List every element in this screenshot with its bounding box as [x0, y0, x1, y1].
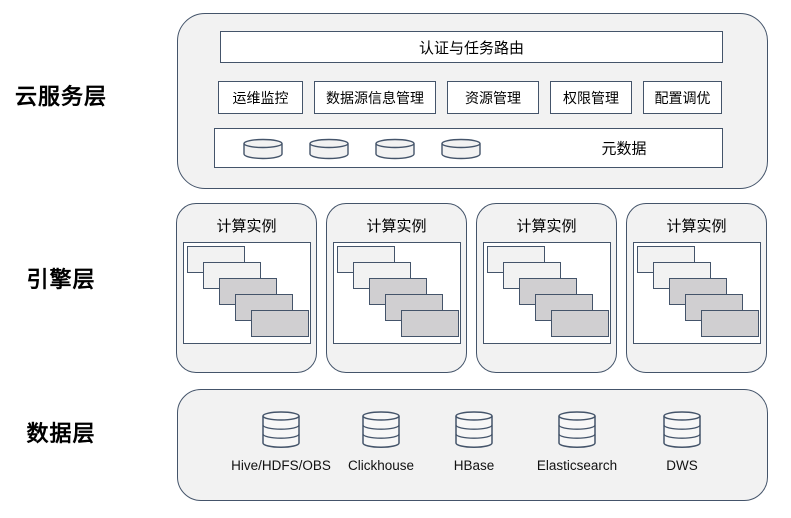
module-datasource-info-mgmt: 数据源信息管理: [314, 81, 436, 114]
database-icon: [362, 411, 400, 448]
module-permission-mgmt: 权限管理: [550, 81, 632, 114]
data-source-label: HBase: [453, 458, 495, 473]
compute-instance-title: 计算实例: [366, 218, 427, 235]
metadata-label: 元数据: [601, 140, 647, 158]
data-layer-label: 数据层: [26, 421, 96, 446]
data-source-elasticsearch: Elasticsearch: [512, 410, 642, 473]
data-layer-container: Hive/HDFS/OBS Clickhouse HBase Elasticse…: [177, 389, 768, 501]
cloud-layer-label: 云服务层: [14, 84, 107, 109]
data-source-hbase: HBase: [409, 410, 539, 473]
task-stack-panel: [633, 242, 761, 344]
task-card: [251, 310, 309, 337]
database-icon: [663, 411, 701, 448]
module-ops-monitoring: 运维监控: [218, 81, 303, 114]
compute-instance-title: 计算实例: [516, 218, 577, 235]
database-icon: [262, 411, 300, 448]
data-source-dws: DWS: [617, 410, 747, 473]
compute-instance-box: 计算实例: [326, 203, 467, 373]
metadata-db-icon: [375, 138, 415, 160]
compute-instance-title: 计算实例: [216, 218, 277, 235]
cloud-module-row: 运维监控 数据源信息管理 资源管理 权限管理 配置调优: [218, 81, 722, 114]
data-source-label: Clickhouse: [347, 458, 415, 473]
metadata-db-icon: [243, 138, 283, 160]
task-card: [701, 310, 759, 337]
data-source-label: Hive/HDFS/OBS: [231, 458, 331, 473]
data-source-label: Elasticsearch: [536, 458, 618, 473]
task-card: [551, 310, 609, 337]
auth-task-routing-label: 认证与任务路由: [418, 39, 524, 57]
data-source-label: DWS: [666, 458, 698, 473]
metadata-db-icon: [309, 138, 349, 160]
task-stack-panel: [183, 242, 311, 344]
data-source-hive: Hive/HDFS/OBS: [216, 410, 346, 473]
metadata-cylinder-group: [243, 129, 481, 169]
engine-layer-label: 引擎层: [26, 267, 96, 292]
task-stack-panel: [483, 242, 611, 344]
module-resource-mgmt: 资源管理: [447, 81, 539, 114]
compute-instance-box: 计算实例: [176, 203, 317, 373]
database-icon: [455, 411, 493, 448]
data-source-clickhouse: Clickhouse: [316, 410, 446, 473]
cloud-service-layer-container: 认证与任务路由 运维监控 数据源信息管理 资源管理 权限管理 配置调优 元数据: [177, 13, 768, 189]
compute-instance-box: 计算实例: [626, 203, 767, 373]
compute-instance-box: 计算实例: [476, 203, 617, 373]
compute-instance-title: 计算实例: [666, 218, 727, 235]
auth-task-routing-box: 认证与任务路由: [220, 31, 723, 63]
module-config-tuning: 配置调优: [643, 81, 722, 114]
task-stack-panel: [333, 242, 461, 344]
database-icon: [558, 411, 596, 448]
metadata-db-icon: [441, 138, 481, 160]
metadata-box: 元数据: [214, 128, 723, 168]
task-card: [401, 310, 459, 337]
